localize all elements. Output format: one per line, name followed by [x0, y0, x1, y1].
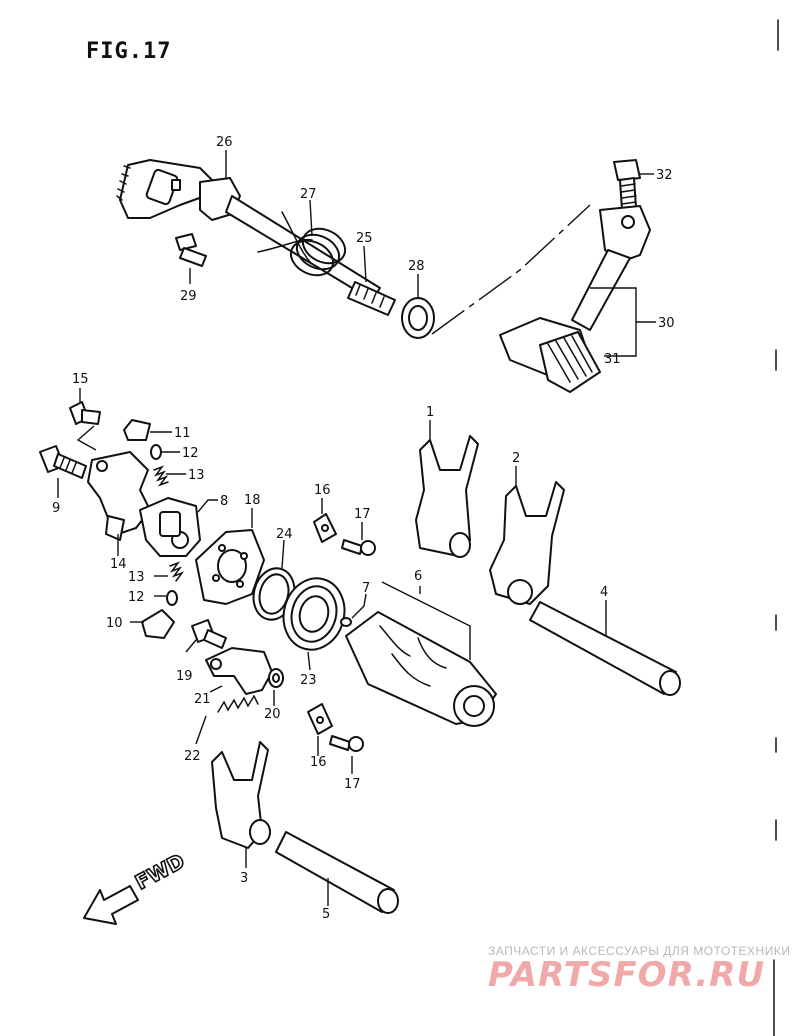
screw-17-upper — [341, 539, 376, 556]
callout-24: 24 — [276, 527, 293, 542]
pin-12-upper — [150, 444, 162, 460]
figure-title: FIG.17 — [86, 39, 171, 64]
callout-20: 20 — [264, 707, 281, 722]
callout-17-lower: 17 — [344, 777, 361, 792]
stopper-plate-10 — [141, 609, 175, 639]
shift-fork-2 — [489, 481, 565, 605]
callout-5: 5 — [322, 907, 330, 922]
callout-11: 11 — [174, 426, 191, 441]
forward-arrow-icon — [83, 885, 139, 925]
fork-shaft-5 — [275, 831, 399, 914]
callout-8: 8 — [220, 494, 228, 509]
assembly-line — [431, 204, 591, 335]
callout-9: 9 — [52, 501, 60, 516]
pin-7 — [340, 617, 352, 627]
callout-32: 32 — [656, 168, 673, 183]
gearshift-shaft-26 — [116, 159, 396, 316]
callout-21: 21 — [194, 692, 211, 707]
watermark: ЗАПЧАСТИ И АКСЕССУАРЫ ДЛЯ МОТОТЕХНИКИ PA… — [488, 944, 790, 995]
callout-27: 27 — [300, 187, 317, 202]
callout-30: 30 — [658, 316, 675, 331]
callout-19: 19 — [176, 669, 193, 684]
callout-17-upper: 17 — [354, 507, 371, 522]
callout-29: 29 — [180, 289, 197, 304]
callout-31: 31 — [604, 352, 621, 367]
washer-20 — [268, 668, 284, 688]
callout-16-lower: 16 — [310, 755, 327, 770]
plate-16-lower — [307, 703, 333, 735]
callout-4: 4 — [600, 585, 608, 600]
callout-13-lower: 13 — [128, 570, 145, 585]
callout-7: 7 — [362, 581, 370, 596]
callout-28: 28 — [408, 259, 425, 274]
cam-plate-14 — [87, 451, 151, 541]
spring-13-upper — [153, 465, 169, 487]
callout-25: 25 — [356, 231, 373, 246]
shift-cam-6 — [345, 611, 497, 727]
callout-13-upper: 13 — [188, 468, 205, 483]
forward-direction-indicator: FWD — [83, 848, 189, 925]
watermark-tagline: ЗАПЧАСТИ И АКСЕССУАРЫ ДЛЯ МОТОТЕХНИКИ — [488, 944, 790, 958]
shift-rubber-31 — [539, 331, 601, 393]
fork-shaft-4 — [529, 601, 681, 696]
callout-1: 1 — [426, 405, 434, 420]
callout-numbers: 26 27 25 28 29 32 30 31 15 11 12 13 9 8 … — [52, 135, 675, 922]
callout-3: 3 — [240, 871, 248, 886]
edge-marks — [773, 19, 779, 1036]
bearing-23 — [282, 577, 346, 651]
spring-22 — [217, 694, 259, 713]
stopper-plate-11 — [123, 419, 151, 441]
spring-13-lower — [169, 561, 185, 582]
callout-10: 10 — [106, 616, 123, 631]
callout-12-lower: 12 — [128, 590, 145, 605]
callout-15: 15 — [72, 372, 89, 387]
stopper-arm-21 — [205, 647, 273, 695]
shift-fork-1 — [415, 435, 479, 558]
callout-26: 26 — [216, 135, 233, 150]
callout-16-upper: 16 — [314, 483, 331, 498]
callout-leaders — [57, 150, 656, 906]
cam-stopper-8 — [139, 497, 201, 557]
callout-14: 14 — [110, 557, 127, 572]
bolt-9 — [39, 445, 87, 479]
callout-6: 6 — [414, 569, 422, 584]
screw-15 — [69, 401, 101, 425]
fwd-label: FWD — [131, 849, 188, 895]
plate-16-upper — [313, 513, 337, 543]
watermark-brand: PARTSFOR.RU — [488, 955, 765, 995]
callout-18: 18 — [244, 493, 261, 508]
screw-17-lower — [329, 735, 364, 752]
bolt-32 — [613, 159, 641, 211]
return-spring-27 — [257, 211, 347, 277]
callout-2: 2 — [512, 451, 520, 466]
screw-19 — [191, 619, 227, 649]
shift-fork-3 — [211, 741, 271, 849]
callout-22: 22 — [184, 749, 201, 764]
callout-23: 23 — [300, 673, 317, 688]
oil-seal-28 — [401, 297, 435, 339]
pin-12-lower — [166, 590, 178, 606]
stopper-pin-29 — [175, 233, 207, 267]
gear-cam-18 — [195, 529, 265, 605]
callout-12-upper: 12 — [182, 446, 199, 461]
